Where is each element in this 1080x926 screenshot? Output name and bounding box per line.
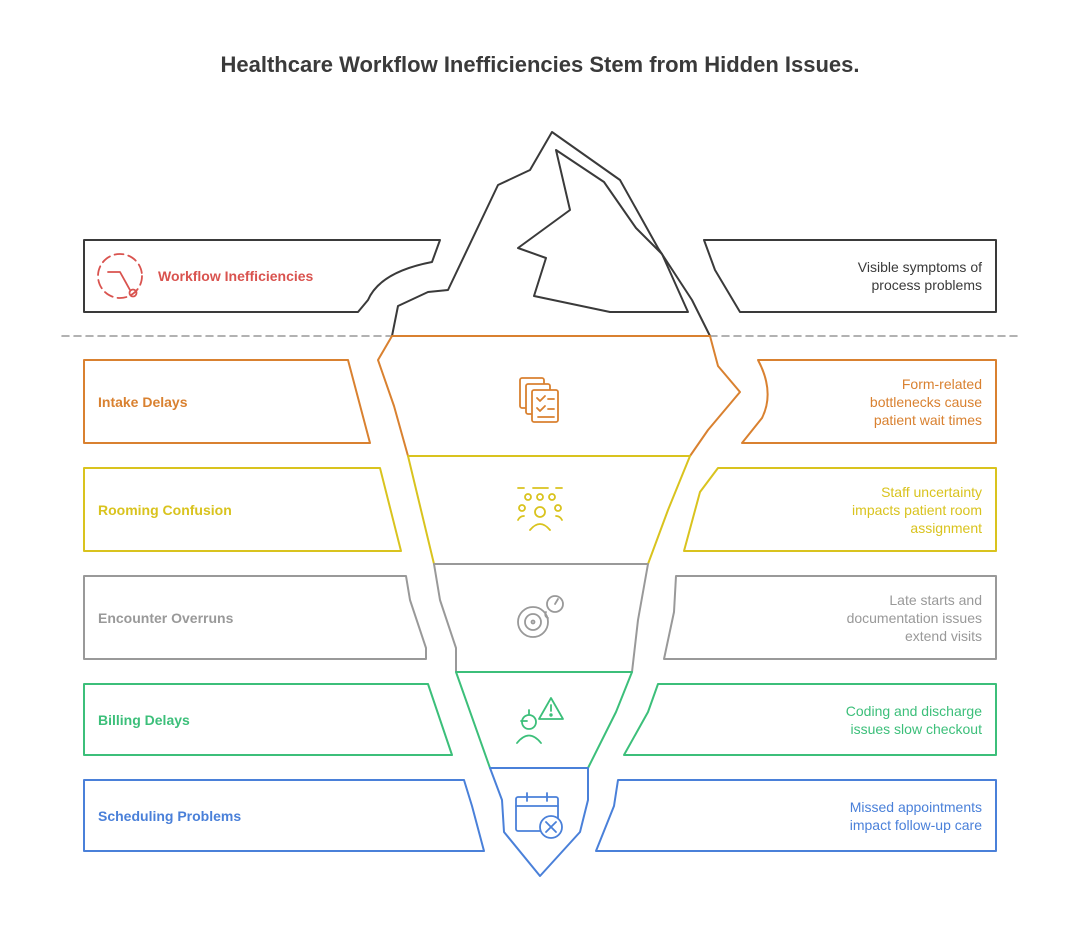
rooming-confusion-label: Rooming Confusion [98, 502, 232, 518]
tip-description-box [703, 239, 997, 313]
intake-description-box [741, 359, 997, 444]
billing-label-box [83, 683, 453, 756]
rooming-iceberg-band [407, 455, 691, 565]
scheduling-problems-description: Missed appointments impact follow-up car… [742, 798, 982, 834]
intake-delays-label: Intake Delays [98, 394, 188, 410]
intake-iceberg-band [377, 335, 741, 457]
billing-warning-icon [516, 697, 564, 744]
encounter-iceberg-band [433, 563, 649, 673]
layer-rooming-confusion [83, 455, 997, 565]
tip-label: Workflow Inefficiencies [158, 268, 314, 284]
billing-iceberg-band [455, 671, 633, 769]
layer-intake-delays [83, 335, 997, 457]
scheduling-iceberg-band [489, 767, 589, 877]
diagram-title: Healthcare Workflow Inefficiencies Stem … [220, 52, 860, 77]
description-line: impact follow-up care [849, 817, 982, 833]
description-line: issues slow checkout [850, 721, 982, 737]
encounter-overruns-label: Encounter Overruns [98, 610, 234, 626]
layer-billing-delays [83, 671, 997, 769]
tip-description: Visible symptoms of process problems [742, 258, 982, 294]
description-line: Missed appointments [849, 799, 982, 815]
forms-icon [519, 377, 559, 423]
encounter-overruns-description: Late starts and documentation issues ext… [742, 591, 982, 645]
rooming-label-box [83, 467, 402, 552]
description-line: Visible symptoms of [857, 259, 982, 275]
description-line: Coding and discharge [845, 703, 982, 719]
description-line: Staff uncertainty [881, 484, 982, 500]
billing-description-box [623, 683, 997, 756]
description-line: impacts patient room [852, 502, 982, 518]
scheduling-problems-label: Scheduling Problems [98, 808, 242, 824]
description-line: documentation issues [846, 610, 982, 626]
clock-icon [517, 595, 564, 638]
scheduling-description-box [595, 779, 997, 852]
scheduling-label-box [83, 779, 485, 852]
calendar-x-icon [515, 792, 563, 839]
description-line: Form-related [901, 376, 982, 392]
intake-delays-description: Form-related bottlenecks cause patient w… [742, 375, 982, 429]
description-line: bottlenecks cause [869, 394, 982, 410]
layer-scheduling-problems [83, 767, 997, 877]
rooming-confusion-description: Staff uncertainty impacts patient room a… [742, 483, 982, 537]
iceberg-tip [391, 131, 711, 337]
billing-delays-label: Billing Delays [98, 712, 190, 728]
intake-label-box [83, 359, 371, 444]
description-line: Late starts and [889, 592, 982, 608]
iceberg-tip-inner [517, 149, 689, 313]
staff-group-icon [517, 487, 563, 531]
description-line: process problems [871, 277, 983, 293]
description-line: patient wait times [873, 412, 982, 428]
billing-delays-description: Coding and discharge issues slow checkou… [742, 702, 982, 738]
chart-down-icon [97, 253, 143, 299]
encounter-label-box [83, 575, 427, 660]
tip-label-box [83, 239, 441, 313]
rooming-description-box [683, 467, 997, 552]
description-line: extend visits [904, 628, 982, 644]
encounter-description-box [663, 575, 997, 660]
description-line: assignment [910, 520, 982, 536]
